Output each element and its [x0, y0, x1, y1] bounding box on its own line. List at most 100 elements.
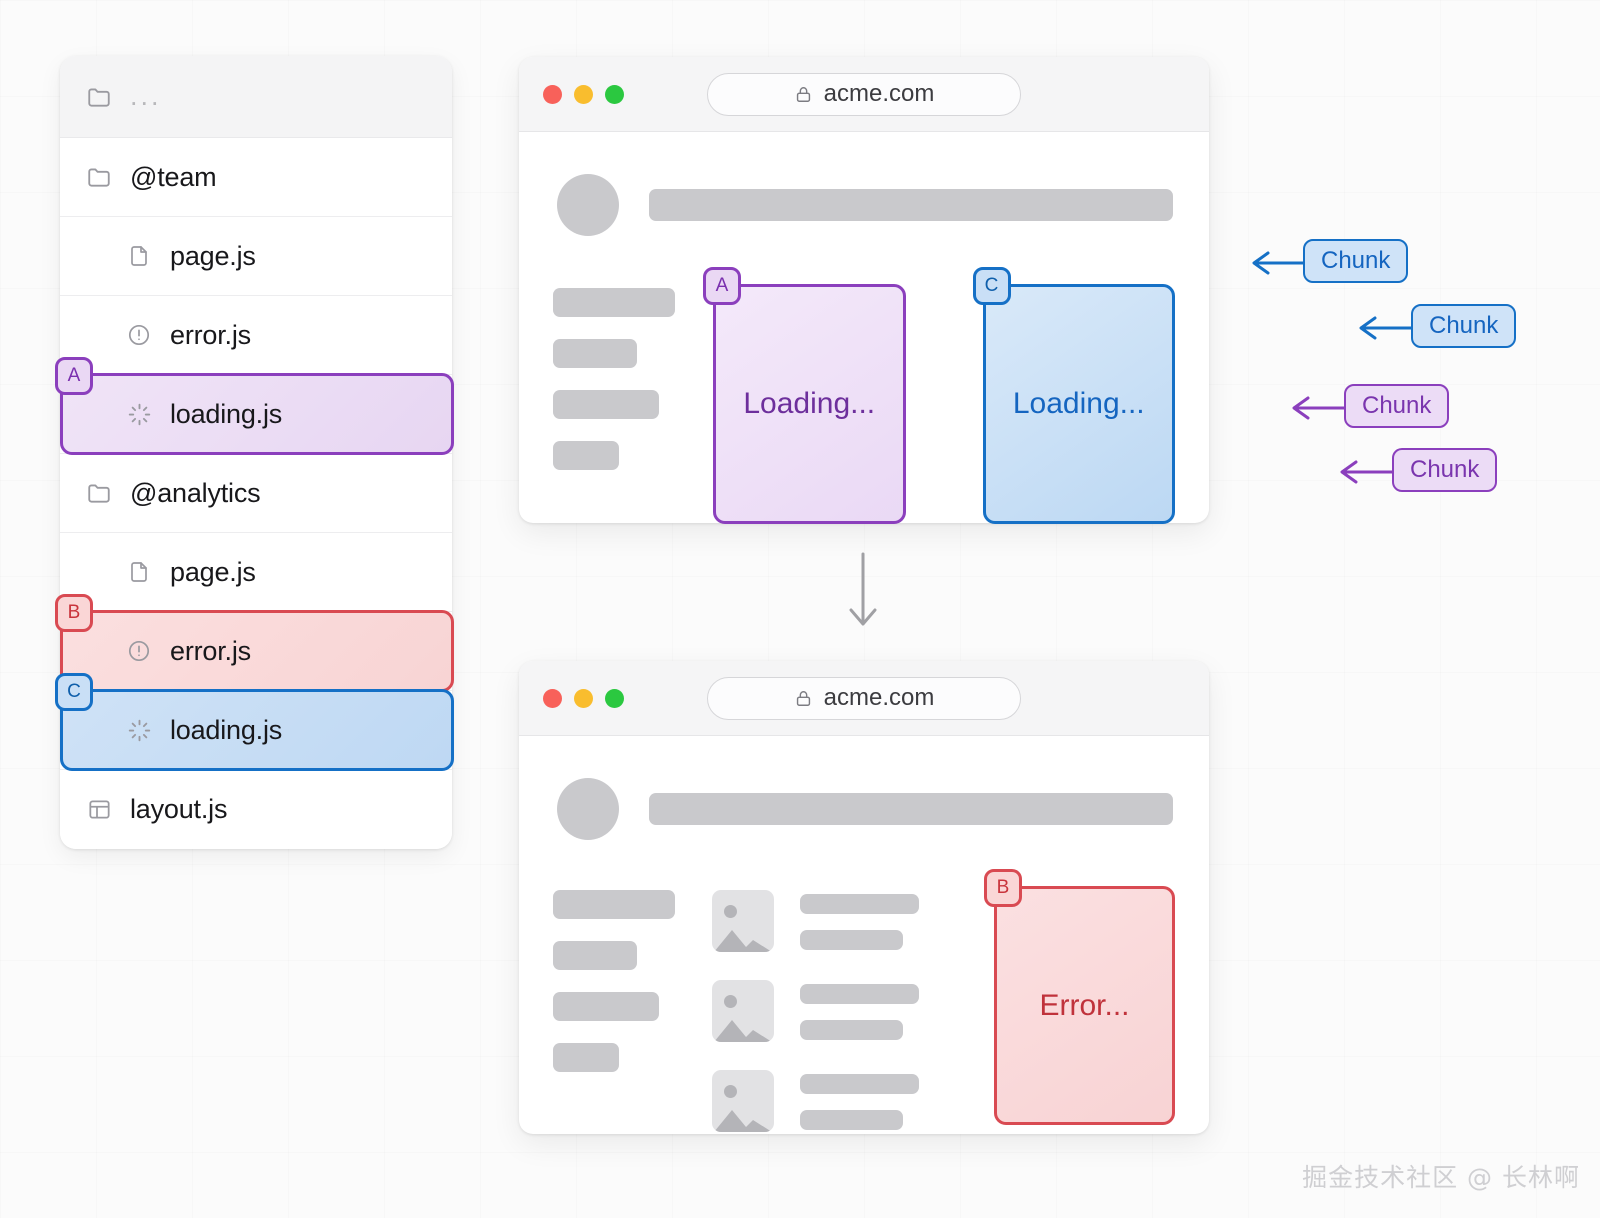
file-tree-row-label: error.js — [170, 319, 251, 350]
file-tree-row-error-analytics[interactable]: B error.js — [55, 594, 454, 692]
spinner-icon — [126, 401, 152, 427]
skeleton-bar — [553, 890, 675, 919]
chunk-arrow-1-icon — [1252, 251, 1314, 275]
file-tree-header-label: ... — [130, 81, 162, 112]
alert-circle-icon — [126, 638, 152, 664]
loading-card-label: Loading... — [1012, 387, 1145, 420]
traffic-lights — [543, 688, 624, 708]
list-item — [712, 890, 919, 952]
avatar — [557, 174, 619, 236]
file-tree-row-label: error.js — [170, 635, 251, 666]
browser-window-bottom: acme.com — [519, 661, 1209, 1134]
close-red-icon[interactable] — [543, 688, 562, 708]
layout-icon — [86, 797, 112, 823]
file-tree-row-label: loading.js — [170, 714, 283, 745]
loading-card-label: Loading... — [743, 387, 876, 420]
lock-icon — [794, 689, 813, 708]
browser-body-bottom: B Error... — [519, 736, 1209, 1134]
url-text: acme.com — [823, 684, 935, 711]
highlight-box-a: A loading.js — [55, 357, 454, 455]
file-tree-row-layout[interactable]: layout.js — [60, 770, 452, 849]
badge-c: C — [972, 267, 1011, 305]
loading-card-c[interactable]: C Loading... — [972, 267, 1175, 524]
file-tree-row-error-team[interactable]: error.js — [60, 296, 452, 375]
chunk-label: Chunk — [1410, 456, 1480, 483]
skeleton-bar — [553, 390, 659, 419]
browser-chrome-top: acme.com — [519, 57, 1209, 132]
file-tree-panel: ... @team page.js error.js A — [55, 56, 454, 849]
folder-icon — [86, 164, 112, 190]
chunk-badge-3[interactable]: Chunk — [1344, 384, 1450, 428]
chunk-label: Chunk — [1429, 312, 1499, 339]
file-tree-row-page-team[interactable]: page.js — [60, 217, 452, 296]
badge-b: B — [55, 594, 93, 632]
browser-body-top: A Loading... C Loading... — [519, 132, 1209, 524]
skeleton-bar — [800, 1074, 919, 1094]
file-tree-row-label: @team — [130, 161, 217, 192]
list-item — [712, 1070, 919, 1132]
close-red-icon[interactable] — [543, 84, 562, 104]
url-text: acme.com — [823, 80, 935, 107]
loading-card-a[interactable]: A Loading... — [703, 267, 906, 524]
alert-circle-icon — [126, 322, 152, 348]
file-tree-row-team[interactable]: @team — [60, 138, 452, 217]
browser-window-top: acme.com A Loading... C Loading... — [519, 57, 1209, 524]
skeleton-bar — [800, 984, 919, 1004]
file-tree-row-loading-team[interactable]: A loading.js — [55, 357, 454, 455]
error-card-b[interactable]: B Error... — [984, 869, 1175, 1125]
file-tree-row-loading-analytics[interactable]: C loading.js — [55, 673, 454, 771]
skeleton-bar — [553, 339, 637, 368]
skeleton-bar — [800, 1020, 903, 1040]
browser-chrome-bottom: acme.com — [519, 661, 1209, 736]
minimize-yellow-icon[interactable] — [574, 84, 593, 104]
page-header-skeleton — [557, 778, 1175, 840]
file-tree-row-label: page.js — [170, 240, 256, 271]
skeleton-bar — [800, 1110, 903, 1130]
chunk-label: Chunk — [1362, 392, 1432, 419]
file-tree-row-label: layout.js — [130, 794, 228, 824]
chunk-arrow-4-icon — [1340, 460, 1402, 484]
chunk-badge-2[interactable]: Chunk — [1411, 304, 1517, 348]
badge-a: A — [703, 267, 741, 305]
skeleton-bar — [800, 894, 919, 914]
image-placeholder-icon — [712, 890, 774, 952]
sidebar-skeleton — [553, 886, 675, 1072]
skeleton-bar — [553, 941, 637, 970]
image-placeholder-icon — [712, 1070, 774, 1132]
chunk-label: Chunk — [1321, 247, 1391, 274]
url-bar-bottom[interactable]: acme.com — [707, 676, 1021, 720]
minimize-yellow-icon[interactable] — [574, 688, 593, 708]
chunk-badge-1[interactable]: Chunk — [1303, 239, 1409, 283]
chunk-arrow-2-icon — [1359, 316, 1421, 340]
chunk-badge-4[interactable]: Chunk — [1392, 448, 1498, 492]
page-header-skeleton — [557, 174, 1175, 236]
file-tree-row-label: loading.js — [170, 398, 283, 429]
badge-b: B — [984, 869, 1022, 907]
spinner-icon — [126, 717, 152, 743]
file-tree-row-label: page.js — [170, 556, 256, 587]
maximize-green-icon[interactable] — [605, 688, 624, 708]
file-tree-row-analytics[interactable]: @analytics — [60, 454, 452, 533]
highlight-box-c: C loading.js — [55, 673, 454, 771]
file-tree-row-page-analytics[interactable]: page.js — [60, 533, 452, 612]
skeleton-bar — [553, 288, 675, 317]
image-placeholder-icon — [712, 980, 774, 1042]
skeleton-bar — [649, 793, 1173, 825]
file-icon — [126, 243, 152, 269]
watermark: 掘金技术社区 @ 长林啊 — [1302, 1163, 1580, 1192]
skeleton-bar — [553, 441, 619, 470]
file-tree-row-label: @analytics — [130, 477, 261, 508]
chunk-arrow-3-icon — [1292, 396, 1354, 420]
arrow-down-icon — [845, 550, 881, 640]
file-tree-header[interactable]: ... — [60, 56, 452, 138]
article-list-skeleton — [712, 886, 919, 1132]
url-bar-top[interactable]: acme.com — [707, 72, 1021, 116]
sidebar-skeleton — [553, 284, 675, 470]
maximize-green-icon[interactable] — [605, 84, 624, 104]
lock-icon — [794, 85, 813, 104]
skeleton-bar — [553, 1043, 619, 1072]
badge-c: C — [55, 673, 93, 711]
list-item — [712, 980, 919, 1042]
avatar — [557, 778, 619, 840]
skeleton-bar — [800, 930, 903, 950]
